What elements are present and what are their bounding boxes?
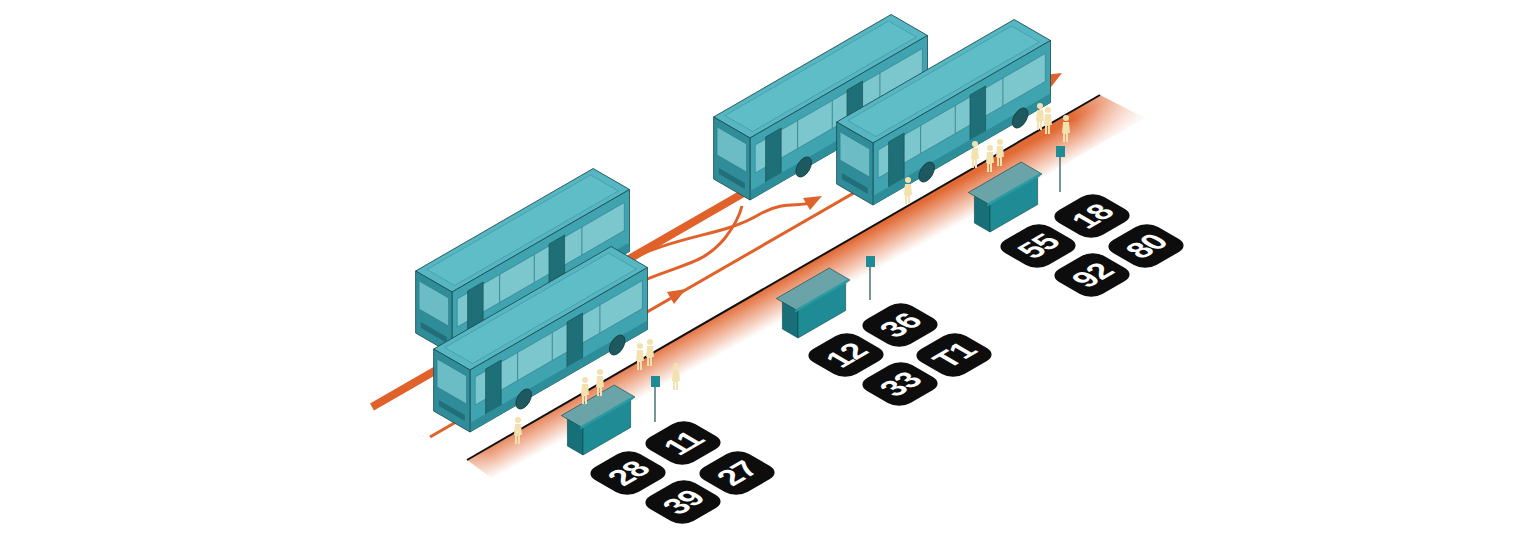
route-number: 28 — [601, 457, 656, 489]
route-number: T1 — [926, 339, 982, 372]
route-number: 27 — [710, 457, 765, 489]
route-number: 18 — [1065, 200, 1120, 232]
route-number: 33 — [873, 368, 928, 400]
route-number: 36 — [873, 309, 928, 341]
route-number: 55 — [1011, 230, 1066, 262]
route-number: 12 — [819, 339, 874, 371]
route-number: 92 — [1065, 259, 1120, 291]
route-number: 80 — [1119, 230, 1174, 262]
route-number: 39 — [656, 486, 711, 518]
route-number: 11 — [656, 428, 710, 459]
